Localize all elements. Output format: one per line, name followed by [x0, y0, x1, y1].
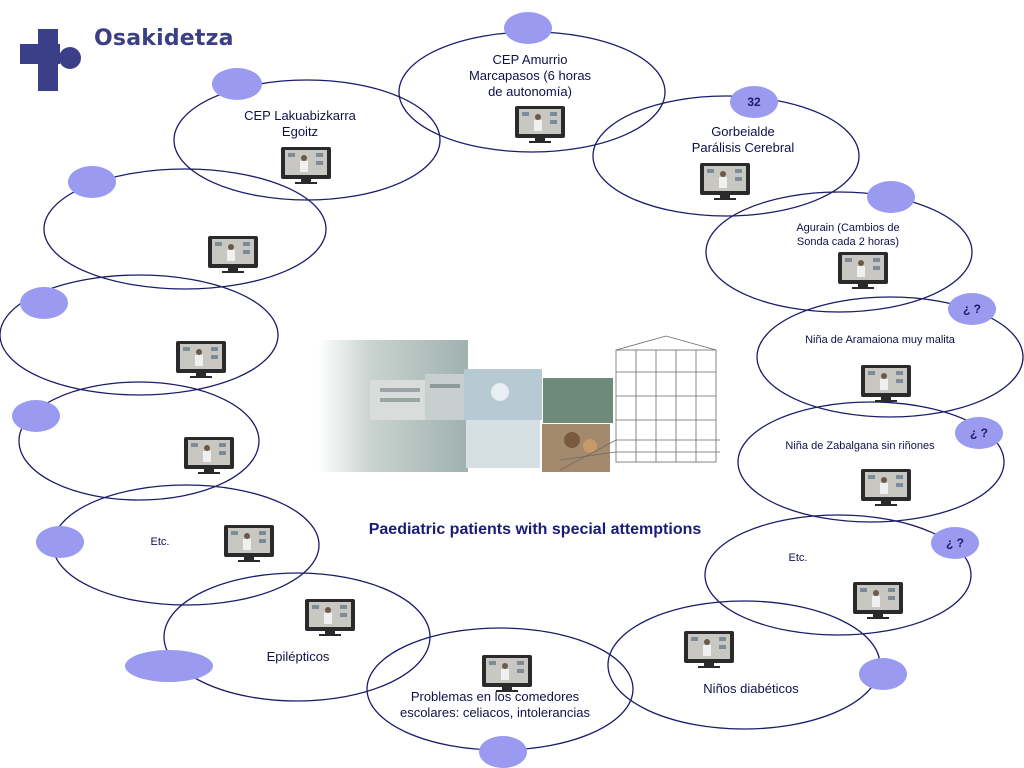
dot-marker — [212, 68, 262, 100]
node-badge-zabalgana: ¿ ? — [970, 426, 988, 440]
node-badge-etc-right: ¿ ? — [946, 536, 964, 550]
brand-name: Osakidetza — [94, 26, 234, 51]
dot-marker — [955, 417, 1003, 449]
ring-etc-left — [52, 484, 320, 606]
dot-marker — [36, 526, 84, 558]
ring-blank-2 — [0, 274, 279, 396]
tv-monitor-icon — [684, 631, 734, 668]
tv-monitor-icon — [482, 655, 532, 692]
node-badge-aramaiona: ¿ ? — [963, 302, 981, 316]
tv-monitor-icon — [224, 525, 274, 562]
node-label-zabalgana: Niña de Zabalgana sin riñones — [785, 440, 935, 452]
dot-marker — [20, 287, 68, 319]
diagram-title: Paediatric patients with special attempt… — [368, 521, 702, 538]
node-label-gorbeialde: Gorbeialde Parálisis Cerebral — [691, 124, 795, 155]
tv-monitor-icon — [281, 147, 331, 184]
node-label-epilepticos: Epilépticos — [266, 649, 330, 664]
tv-monitor-icon — [184, 437, 234, 474]
ring-epilepticos — [163, 572, 431, 702]
tv-monitor-icon — [838, 252, 888, 289]
dot-marker — [12, 400, 60, 432]
ring-zabalgana — [737, 401, 1005, 523]
ring-diabeticos — [607, 600, 881, 730]
ring-blank-1 — [43, 168, 327, 290]
ring-etc-right — [704, 514, 972, 636]
node-label-etc-right: Etc. — [788, 552, 808, 564]
tv-monitor-icon — [305, 599, 355, 636]
tv-monitor-icon — [208, 236, 258, 273]
dot-marker — [948, 293, 996, 325]
dot-marker — [504, 12, 552, 44]
tv-monitor-icon — [861, 365, 911, 402]
node-label-amurrio: CEP Amurrio Marcapasos (6 horas de auton… — [468, 52, 592, 99]
dot-marker — [479, 736, 527, 768]
dot-marker — [859, 658, 907, 690]
tv-monitor-icon — [176, 341, 226, 378]
dot-marker — [931, 527, 979, 559]
ring-agurain — [705, 191, 973, 313]
node-label-diabeticos: Niños diabéticos — [703, 681, 799, 696]
ring-blank-3 — [18, 381, 260, 501]
dot-marker — [125, 650, 213, 682]
node-label-agurain: Agurain (Cambios de Sonda cada 2 horas) — [796, 222, 900, 248]
hospital-photo-collage — [318, 335, 720, 472]
node-label-etc-left: Etc. — [150, 536, 170, 548]
tv-monitor-icon — [515, 106, 565, 143]
ring-gorbeialde — [592, 95, 860, 217]
node-label-comedores: Problemas en los comedores escolares: ce… — [399, 689, 591, 720]
tv-monitor-icon — [861, 469, 911, 506]
node-label-lakua: CEP Lakuabizkarra Egoitz — [244, 108, 356, 139]
ring-lakua — [173, 79, 441, 201]
tv-monitor-icon — [853, 582, 903, 619]
tv-monitor-icon — [700, 163, 750, 200]
hospital-logo-icon — [20, 29, 81, 91]
node-badge-gorbeialde: 32 — [747, 95, 761, 109]
ring-aramaiona — [756, 296, 1024, 418]
dot-marker — [730, 86, 778, 118]
node-label-aramaiona: Niña de Aramaiona muy malita — [805, 334, 955, 346]
dot-marker — [68, 166, 116, 198]
dot-marker — [867, 181, 915, 213]
